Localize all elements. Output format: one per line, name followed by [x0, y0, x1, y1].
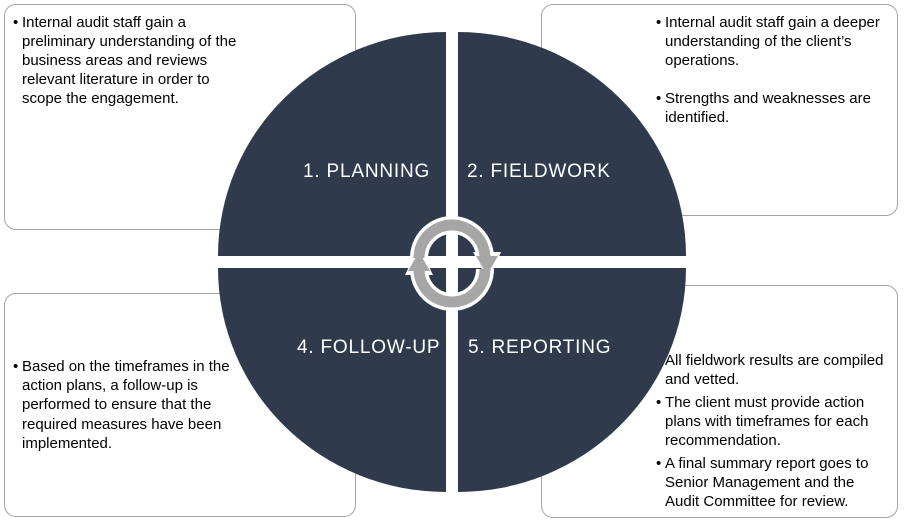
planning-bullet-list: Internal audit staff gain a preliminary …	[13, 13, 243, 108]
reporting-quadrant-label: 5. REPORTING	[468, 337, 612, 358]
cycle-arrows-icon	[405, 216, 501, 311]
bullet-item: Internal audit staff gain a preliminary …	[13, 13, 243, 108]
bullet-item: Strengths and weaknesses are identified.	[656, 89, 889, 127]
bullet-item: Based on the timeframes in the action pl…	[13, 357, 243, 452]
fieldwork-quadrant-label: 2. FIELDWORK	[467, 161, 611, 182]
bullet-item: Internal audit staff gain a deeper under…	[656, 13, 889, 70]
bullet-item: All fieldwork results are compiled and v…	[656, 351, 889, 389]
followup-bullet-list: Based on the timeframes in the action pl…	[13, 357, 243, 452]
planning-quadrant-label: 1. PLANNING	[303, 161, 431, 182]
reporting-bullet-list: All fieldwork results are compiled and v…	[656, 351, 889, 511]
followup-quadrant-label: 4. FOLLOW-UP	[297, 337, 441, 358]
bullet-item: The client must provide action plans wit…	[656, 393, 889, 450]
fieldwork-bullet-list: Internal audit staff gain a deeper under…	[656, 13, 889, 127]
bullet-item: A final summary report goes to Senior Ma…	[656, 454, 889, 511]
